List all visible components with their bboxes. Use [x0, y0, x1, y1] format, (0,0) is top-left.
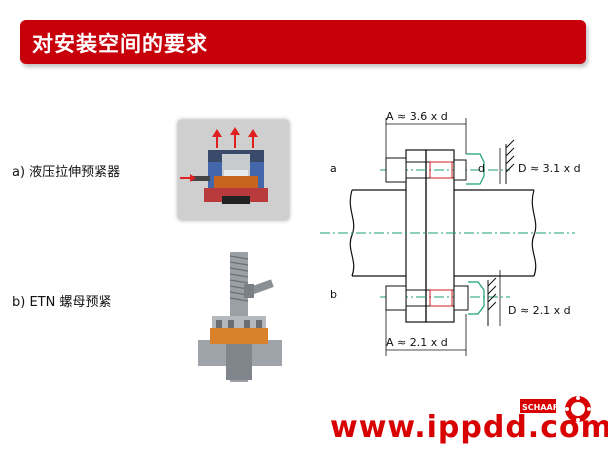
flange-bolt-drawing: a b A ≈ 3.6 x d d D ≈ 3.1 x d D ≈ 2.1 x … — [320, 110, 581, 356]
row-b-marker: b — [330, 288, 337, 301]
etn-nut-image — [198, 252, 282, 382]
hydraulic-tensioner-image — [178, 120, 289, 220]
watermark-text: www.ippdd.com — [330, 410, 608, 445]
bearing-logo: SCHAAF — [520, 396, 591, 422]
title-bar: 对安装空间的要求 — [20, 20, 586, 64]
dim-a-top: A ≈ 3.6 x d — [386, 110, 448, 123]
dim-d-small: d — [478, 162, 485, 175]
item-b-label: b) ETN 螺母预紧 — [12, 295, 112, 310]
dim-a-bottom: A ≈ 2.1 x d — [386, 336, 448, 349]
dim-D-top: D ≈ 3.1 x d — [518, 162, 581, 175]
dim-D-bottom: D ≈ 2.1 x d — [508, 304, 571, 317]
svg-text:SCHAAF: SCHAAF — [522, 403, 558, 412]
slide-title: 对安装空间的要求 — [32, 32, 208, 56]
item-a-label: a) 液压拉伸预紧器 — [12, 165, 121, 180]
row-a-marker: a — [330, 162, 337, 175]
